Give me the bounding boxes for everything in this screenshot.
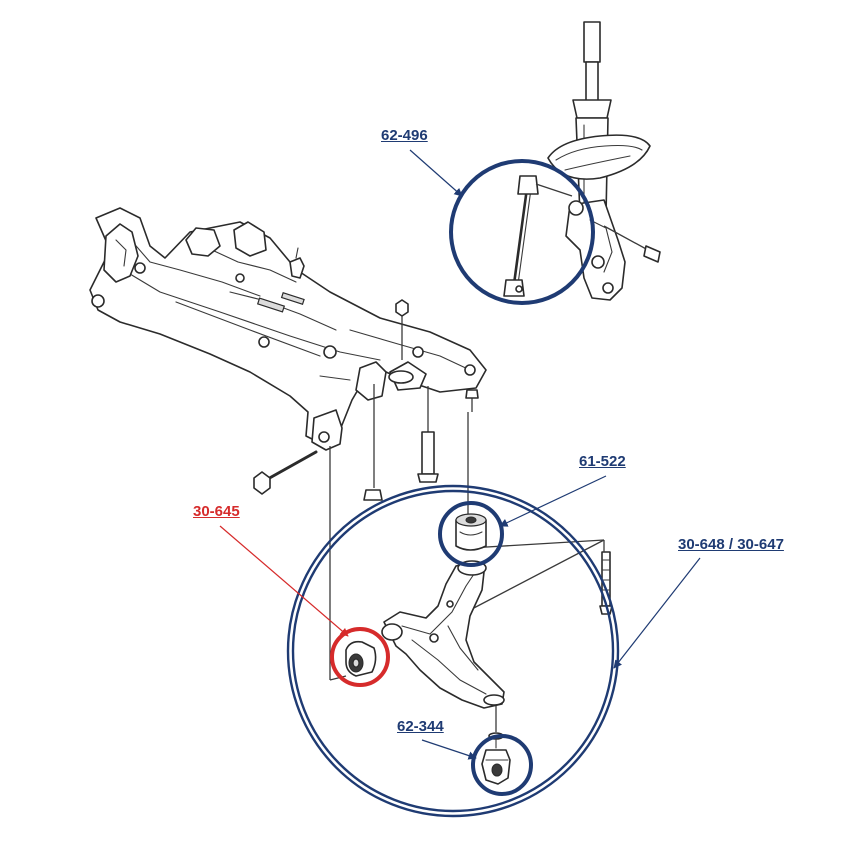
top-nut — [395, 299, 409, 317]
ball-joint-ring — [471, 734, 533, 796]
assembly-guide-lines — [329, 412, 605, 681]
leader-front-bushing — [219, 525, 349, 637]
fasteners — [253, 299, 613, 615]
leader-stabilizer-link — [409, 149, 463, 197]
front-bushing-part — [345, 640, 377, 677]
strut-assembly — [547, 21, 661, 301]
leader-ball-joint — [421, 739, 477, 760]
strut-knuckle-bracket — [565, 199, 626, 301]
long-bolt-shaft — [421, 431, 435, 475]
part-label-ball-joint[interactable]: 62-344 — [397, 718, 444, 735]
highlight-rings — [286, 159, 620, 818]
part-label-stabilizer-link[interactable]: 62-496 — [381, 127, 428, 144]
stabilizer-link-part — [503, 175, 573, 297]
part-label-front-bushing[interactable]: 30-645 — [193, 503, 240, 520]
subframe-right-ear — [355, 361, 387, 401]
leader-control-arm — [613, 557, 701, 669]
strut-dust-cap — [572, 99, 612, 119]
rear-bushing-ring — [438, 501, 504, 567]
stabilizer-link-top-joint — [517, 175, 539, 195]
rear-bushing-part — [455, 513, 487, 551]
subframe — [89, 207, 487, 451]
subframe-left-tower — [103, 223, 139, 283]
part-label-control-arm[interactable]: 30-648 / 30-647 — [678, 536, 784, 553]
ball-joint-part — [481, 706, 511, 785]
subframe-body — [89, 207, 487, 447]
stabilizer-link-ring — [449, 159, 595, 305]
strut-side-bolt — [643, 245, 661, 263]
long-bolt-head — [417, 473, 439, 483]
washer-bolt-left — [363, 489, 383, 501]
subframe-mount-center — [233, 221, 267, 257]
front-bushing-ring — [330, 627, 390, 687]
strut-rod-top — [583, 21, 601, 63]
leader-rear-bushing — [499, 475, 607, 527]
subframe-mount-left — [185, 227, 221, 257]
control-arm-body — [383, 561, 505, 709]
control-arm-ring-outer — [286, 484, 620, 818]
leader-arrows — [219, 149, 701, 760]
control-arm-part — [381, 560, 505, 709]
control-arm-ring-inner — [291, 489, 615, 813]
small-bolt — [465, 389, 479, 399]
part-label-rear-bushing[interactable]: 61-522 — [579, 453, 626, 470]
angled-bolt-head — [253, 471, 271, 495]
